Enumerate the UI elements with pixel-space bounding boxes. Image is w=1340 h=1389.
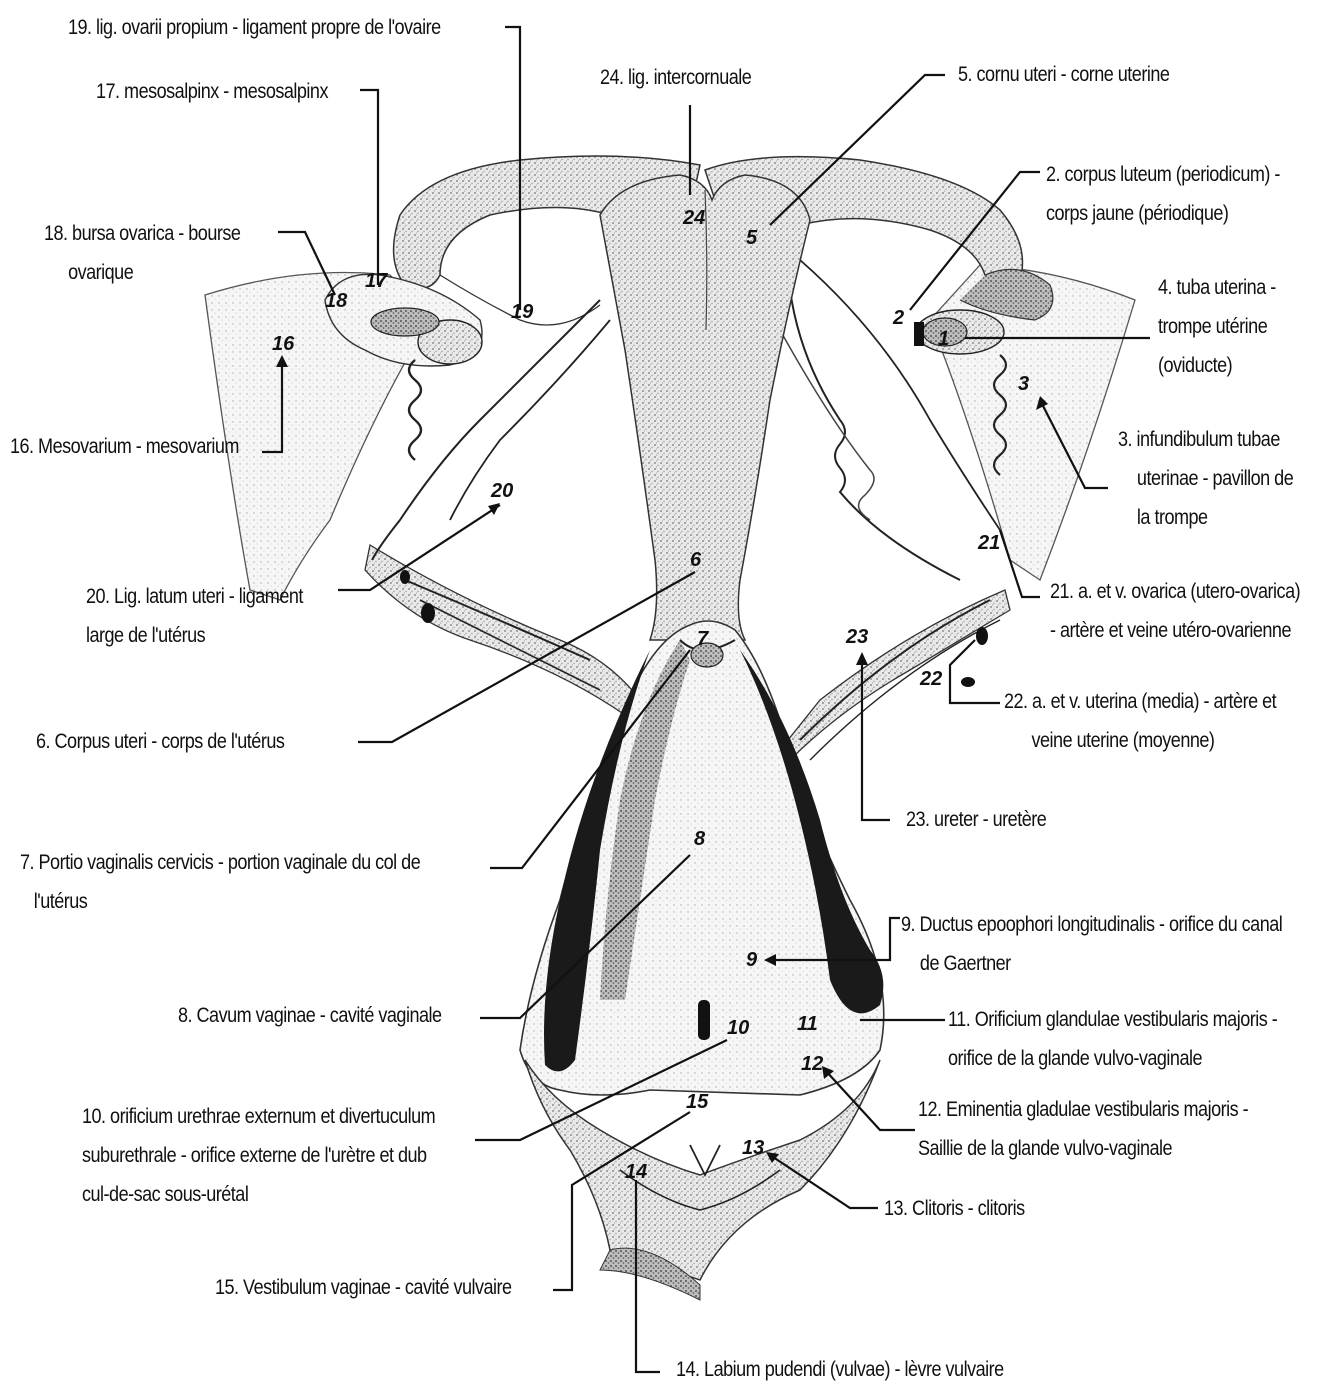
label-10-line-2: suburethrale - orifice externe de l'urèt… (82, 1136, 435, 1175)
marker-20: 20 (490, 480, 513, 502)
marker-22: 22 (919, 668, 942, 690)
marker-15: 15 (686, 1091, 709, 1113)
label-20-line-1: 20. Lig. latum uteri - ligament (86, 577, 303, 616)
label-4-line-1: 4. tuba uterina - (1158, 268, 1276, 307)
marker-9: 9 (746, 949, 758, 971)
label-3-line-1: 3. infundibulum tubae (1118, 420, 1293, 459)
label-15: 15. Vestibulum vaginae - cavité vulvaire (215, 1268, 512, 1307)
marker-1: 1 (938, 328, 949, 350)
marker-2: 2 (892, 307, 904, 329)
label-10-line-3: cul-de-sac sous-urétal (82, 1175, 435, 1214)
label-23: 23. ureter - uretère (906, 800, 1046, 839)
label-14: 14. Labium pudendi (vulvae) - lèvre vulv… (676, 1350, 1004, 1389)
label-2-line-2: corps jaune (périodique) (1046, 194, 1280, 233)
label-22: 22. a. et v. uterina (media) - artère et… (1004, 682, 1276, 760)
label-9-line-2: de Gaertner (901, 944, 1282, 983)
label-19: 19. lig. ovarii propium - ligament propr… (68, 8, 441, 47)
marker-17: 17 (365, 270, 388, 292)
marker-5: 5 (746, 227, 758, 249)
label-11-line-1: 11. Orificium glandulae vestibularis maj… (948, 1000, 1277, 1039)
marker-3: 3 (1018, 373, 1029, 395)
label-17: 17. mesosalpinx - mesosalpinx (96, 72, 328, 111)
label-9-line-1: 9. Ductus epoophori longitudinalis - ori… (901, 905, 1282, 944)
marker-11: 11 (797, 1013, 818, 1035)
marker-14: 14 (625, 1161, 647, 1183)
label-24: 24. lig. intercornuale (600, 58, 751, 97)
marker-21: 21 (977, 532, 1000, 554)
label-9: 9. Ductus epoophori longitudinalis - ori… (901, 905, 1282, 983)
label-12: 12. Eminentia gladulae vestibularis majo… (918, 1090, 1248, 1168)
label-2: 2. corpus luteum (periodicum) - corps ja… (1046, 155, 1280, 233)
leader-22 (950, 640, 1000, 703)
marker-13: 13 (742, 1137, 764, 1159)
marker-19: 19 (511, 301, 534, 323)
label-4-line-2: trompe utérine (1158, 307, 1276, 346)
label-3-line-3: la trompe (1118, 498, 1293, 537)
marker-10: 10 (727, 1017, 749, 1039)
label-18: 18. bursa ovarica - bourse ovarique (44, 214, 240, 292)
label-21: 21. a. et v. ovarica (utero-ovarica) - a… (1050, 572, 1300, 650)
label-13: 13. Clitoris - clitoris (884, 1189, 1025, 1228)
label-10-line-1: 10. orificium urethrae externum et diver… (82, 1097, 435, 1136)
label-10: 10. orificium urethrae externum et diver… (82, 1097, 435, 1214)
label-20: 20. Lig. latum uteri - ligament large de… (86, 577, 303, 655)
marker-12: 12 (801, 1053, 823, 1075)
label-22-line-2: veine uterine (moyenne) (1004, 721, 1276, 760)
label-16: 16. Mesovarium - mesovarium (10, 427, 239, 466)
label-18-line-1: 18. bursa ovarica - bourse (44, 214, 240, 253)
label-5: 5. cornu uteri - corne uterine (958, 55, 1169, 94)
label-11: 11. Orificium glandulae vestibularis maj… (948, 1000, 1277, 1078)
label-7-line-1: 7. Portio vaginalis cervicis - portion v… (20, 843, 420, 882)
uterine-body (600, 175, 810, 640)
label-2-line-1: 2. corpus luteum (periodicum) - (1046, 155, 1280, 194)
marker-24: 24 (682, 207, 705, 229)
leader-17 (360, 90, 378, 285)
label-8: 8. Cavum vaginae - cavité vaginale (178, 996, 442, 1035)
label-22-line-1: 22. a. et v. uterina (media) - artère et (1004, 682, 1276, 721)
label-3-line-2: uterinae - pavillon de (1118, 459, 1293, 498)
label-6: 6. Corpus uteri - corps de l'utérus (36, 722, 284, 761)
marker-6: 6 (690, 549, 702, 571)
label-21-line-1: 21. a. et v. ovarica (utero-ovarica) (1050, 572, 1300, 611)
label-20-line-2: large de l'utérus (86, 616, 303, 655)
marker-8: 8 (694, 828, 706, 850)
label-4-line-3: (oviducte) (1158, 346, 1276, 385)
label-7: 7. Portio vaginalis cervicis - portion v… (20, 843, 420, 921)
label-11-line-2: orifice de la glande vulvo-vaginale (948, 1039, 1277, 1078)
marker-7: 7 (697, 628, 709, 650)
vagina (520, 621, 884, 1095)
label-18-line-2: ovarique (44, 253, 240, 292)
label-21-line-2: - artère et veine utéro-ovarienne (1050, 611, 1300, 650)
label-4: 4. tuba uterina - trompe utérine (oviduc… (1158, 268, 1276, 385)
label-3: 3. infundibulum tubae uterinae - pavillo… (1118, 420, 1293, 537)
marker-16: 16 (272, 333, 295, 355)
marker-18: 18 (325, 290, 348, 312)
label-12-line-1: 12. Eminentia gladulae vestibularis majo… (918, 1090, 1248, 1129)
label-12-line-2: Saillie de la glande vulvo-vaginale (918, 1129, 1248, 1168)
marker-23: 23 (845, 626, 868, 648)
label-7-line-2: l'utérus (20, 882, 420, 921)
